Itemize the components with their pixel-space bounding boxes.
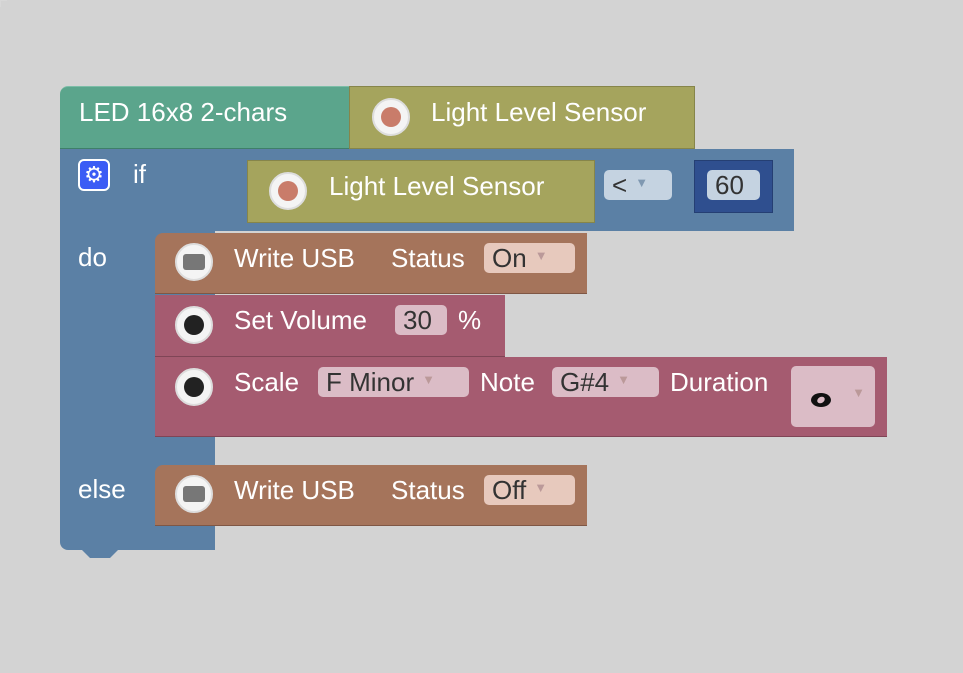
light-sensor-label-condition: Light Level Sensor xyxy=(329,171,545,201)
chevron-down-icon: ▼ xyxy=(534,480,548,496)
do-section-end xyxy=(155,437,215,463)
light-sensor-icon xyxy=(269,172,307,210)
scale-block[interactable] xyxy=(155,357,887,437)
usb-port-icon xyxy=(175,243,213,281)
do-label: do xyxy=(78,242,107,272)
else-label: else xyxy=(78,474,126,504)
chevron-down-icon: ▼ xyxy=(635,175,649,191)
volume-value: 30 xyxy=(403,305,432,335)
volume-input[interactable]: 30 xyxy=(395,305,447,335)
led-display-label: LED 16x8 2-chars xyxy=(79,97,288,127)
chevron-down-icon: ▼ xyxy=(852,385,865,400)
if-label: if xyxy=(133,159,146,189)
buzzer-icon xyxy=(175,306,213,344)
scale-label: Scale xyxy=(234,367,300,397)
next-connector xyxy=(80,548,120,558)
number-input[interactable]: 60 xyxy=(707,170,760,200)
set-volume-label: Set Volume xyxy=(234,305,367,335)
scale-value: F Minor xyxy=(326,367,415,397)
write-usb-label: Write USB xyxy=(234,243,355,273)
chevron-down-icon: ▼ xyxy=(422,372,435,388)
led-display-block[interactable] xyxy=(60,86,352,149)
note-label: Note xyxy=(480,367,535,397)
duration-label: Duration xyxy=(670,367,769,397)
light-sensor-icon xyxy=(372,98,410,136)
light-sensor-label-top: Light Level Sensor xyxy=(431,97,647,127)
number-value: 60 xyxy=(715,170,744,200)
volume-unit: % xyxy=(458,305,482,335)
scale-dropdown[interactable]: F Minor ▼ xyxy=(318,367,469,397)
chevron-down-icon: ▼ xyxy=(617,372,631,388)
buzzer-icon xyxy=(175,368,213,406)
status-label: Status xyxy=(391,475,465,505)
whole-note-icon xyxy=(811,393,831,407)
duration-dropdown[interactable]: ▼ xyxy=(791,366,875,427)
status-label: Status xyxy=(391,243,465,273)
usb-port-icon xyxy=(175,475,213,513)
note-value: G#4 xyxy=(560,367,610,397)
note-dropdown[interactable]: G#4 ▼ xyxy=(552,367,659,397)
status-value: Off xyxy=(492,475,527,505)
status-dropdown-on[interactable]: On ▼ xyxy=(484,243,575,273)
operator-value: < xyxy=(612,170,628,200)
write-usb-label: Write USB xyxy=(234,475,355,505)
status-value: On xyxy=(492,243,527,273)
gear-icon[interactable]: ⚙ xyxy=(78,159,110,191)
set-volume-block[interactable] xyxy=(155,295,505,357)
chevron-down-icon: ▼ xyxy=(534,248,548,264)
operator-dropdown[interactable]: <▼ xyxy=(604,170,672,200)
status-dropdown-off[interactable]: Off ▼ xyxy=(484,475,575,505)
